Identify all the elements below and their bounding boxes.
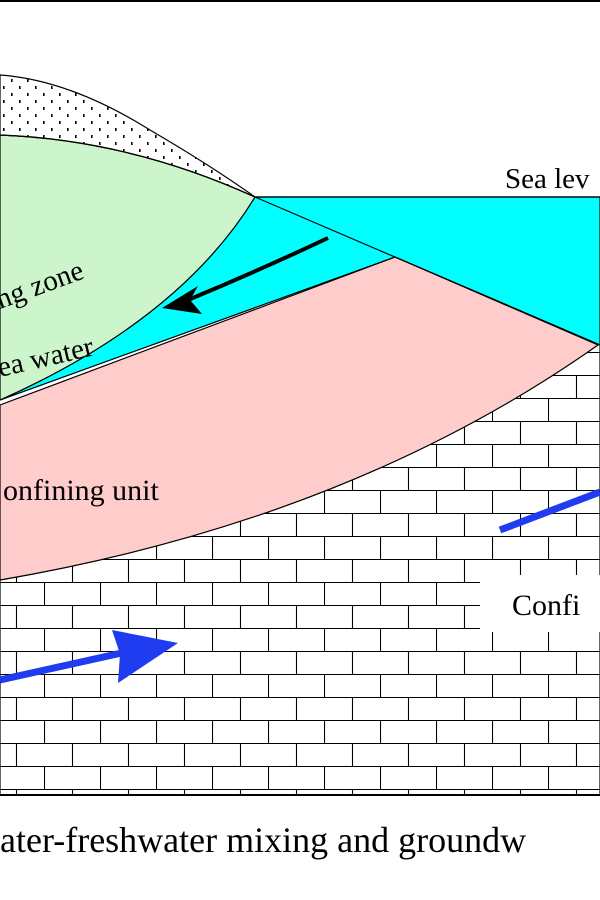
figure-caption: ater-freshwater mixing and groundw [0,820,526,860]
confined-label-bg [480,575,600,632]
groundwater-flow-arrow-icon [0,630,178,684]
groundwater-flow-arrow-right-icon [498,488,600,534]
sea-level-label: Sea lev [505,163,590,195]
confined-aquifer-label: Confi [512,589,580,622]
confining-unit-label: onfining unit [3,474,159,507]
confining-unit-layer [0,256,600,581]
sand-baseline [0,134,256,198]
sea-water-flow-arrow-icon [162,236,329,314]
seabed-line [254,196,600,346]
